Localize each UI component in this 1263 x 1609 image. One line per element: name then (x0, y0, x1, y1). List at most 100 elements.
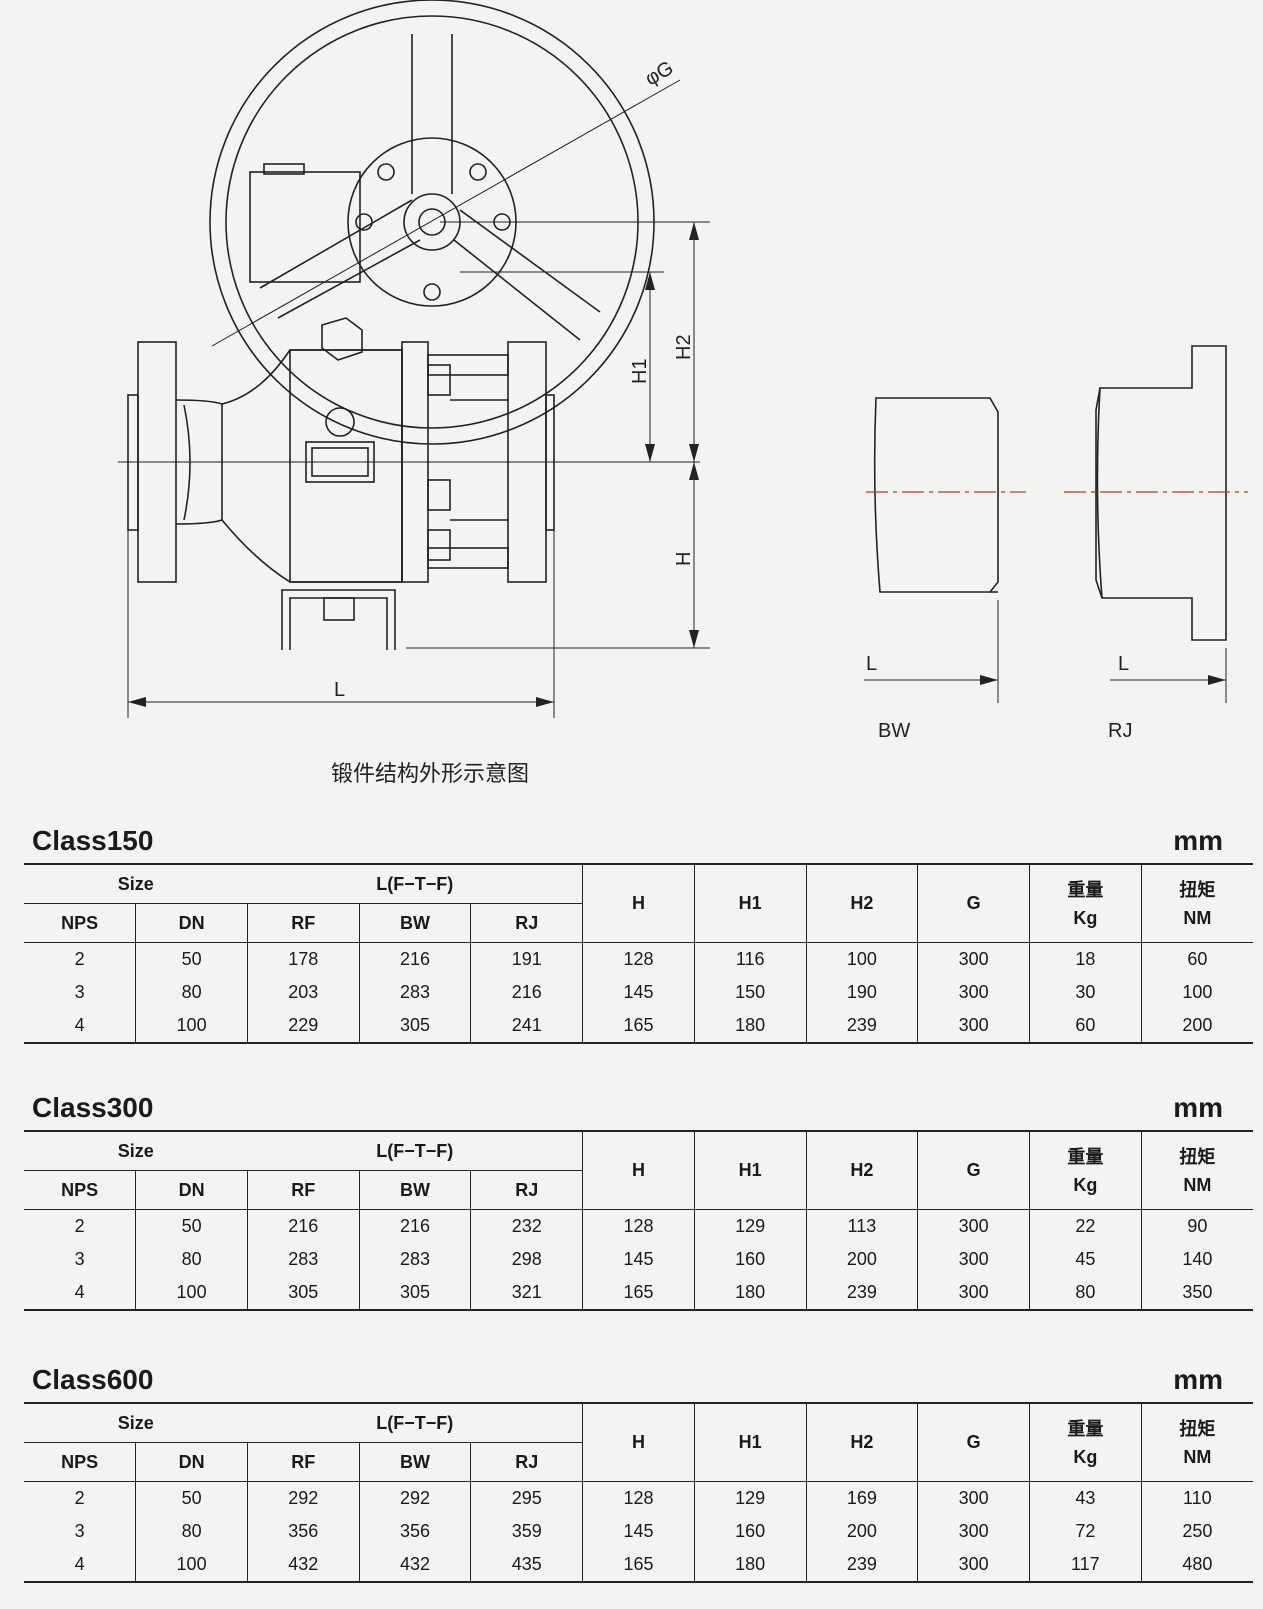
header-torque-unit: NM (1183, 1174, 1212, 1195)
table-cell: 300 (917, 1515, 1030, 1548)
table-cell: 305 (246, 1276, 360, 1311)
header-h2: H2 (805, 1130, 918, 1210)
header-weight-unit: Kg (1073, 1174, 1098, 1195)
table-cell: 178 (246, 942, 360, 976)
table-cell: 300 (917, 1276, 1030, 1311)
table-cell: 216 (358, 1209, 471, 1243)
table-cell: 232 (470, 1209, 583, 1243)
table-cell: 321 (470, 1276, 583, 1311)
table-cell: 110 (1140, 1481, 1253, 1515)
table-cell: 50 (135, 1481, 248, 1515)
spec-table: Size L(F−T−F) H H1 H2 G 重量 Kg 扭矩 NM (24, 1130, 1253, 1311)
unit-label: mm (1173, 1364, 1223, 1395)
class-title: Class300 (32, 1092, 154, 1123)
bw-end-view (864, 397, 999, 703)
table-cell: 116 (693, 942, 807, 976)
header-h: H (582, 1130, 695, 1210)
table-cell: 250 (1140, 1515, 1253, 1548)
table-cell: 295 (470, 1481, 583, 1515)
table-cell: 283 (246, 1243, 360, 1276)
header-torque: 扭矩 NM (1140, 863, 1253, 943)
header-bw: BW (358, 903, 471, 943)
table-cell: 4 (24, 1548, 136, 1583)
header-h1: H1 (693, 1402, 807, 1482)
table-cell: 113 (805, 1209, 918, 1243)
table-cell: 80 (135, 1515, 248, 1548)
table-cell: 180 (693, 1009, 807, 1044)
table-cell: 480 (1140, 1548, 1253, 1583)
header-weight-top: 重量 (1067, 1146, 1104, 1167)
header-bw: BW (358, 1442, 471, 1482)
valve-outline-drawing: φG H1 H2 H L L L (118, 0, 1248, 718)
table-cell: 129 (693, 1481, 807, 1515)
header-dn: DN (135, 1442, 248, 1482)
header-torque-top: 扭矩 (1179, 879, 1216, 900)
table-cell: 300 (917, 1009, 1030, 1044)
header-h2: H2 (805, 863, 918, 943)
table-cell: 22 (1028, 1209, 1142, 1243)
table-cell: 300 (917, 1243, 1030, 1276)
header-bw: BW (358, 1170, 471, 1210)
header-g: G (917, 1402, 1030, 1482)
table-cell: 191 (470, 942, 583, 976)
table-cell: 216 (246, 1209, 360, 1243)
header-torque-unit: NM (1183, 1446, 1212, 1467)
table-cell: 165 (582, 1009, 695, 1044)
table-cell: 160 (693, 1515, 807, 1548)
unit-label: mm (1173, 1092, 1223, 1123)
table-cell: 129 (693, 1209, 807, 1243)
table-cell: 145 (582, 1515, 695, 1548)
table-cell: 200 (1140, 1009, 1253, 1044)
table-cell: 165 (582, 1276, 695, 1311)
table-cell: 150 (693, 976, 807, 1009)
header-h: H (582, 863, 695, 943)
header-lftf: L(F−T−F) (247, 1402, 583, 1443)
header-size: Size (24, 1402, 248, 1443)
spec-table: Size L(F−T−F) H H1 H2 G 重量 Kg 扭矩 NM (24, 863, 1253, 1044)
table-cell: 100 (805, 942, 918, 976)
header-nps: NPS (24, 903, 136, 943)
table-cell: 180 (693, 1548, 807, 1583)
table-cell: 145 (582, 976, 695, 1009)
table-cell: 432 (358, 1548, 471, 1583)
header-rf: RF (246, 1442, 360, 1482)
table-cell: 200 (805, 1243, 918, 1276)
header-h2: H2 (805, 1402, 918, 1482)
table-cell: 43 (1028, 1481, 1142, 1515)
spec-table: Size L(F−T−F) H H1 H2 G 重量 Kg 扭矩 NM (24, 1402, 1253, 1583)
table-cell: 3 (74, 1521, 85, 1541)
table-cell: 80 (135, 1243, 248, 1276)
table-cell: 239 (805, 1548, 918, 1583)
dim-label-h2: H2 (673, 334, 695, 360)
table-cell: 100 (135, 1548, 248, 1583)
table-cell: 80 (135, 976, 248, 1009)
table-cell: 300 (917, 976, 1030, 1009)
header-weight-unit: Kg (1073, 1446, 1098, 1467)
table-cell: 300 (917, 1548, 1030, 1583)
table-cell: 292 (358, 1481, 471, 1515)
table-cell: 80 (1028, 1276, 1142, 1311)
table-cell: 435 (470, 1548, 583, 1583)
header-g: G (917, 863, 1030, 943)
table-cell: 60 (1140, 942, 1253, 976)
header-h1: H1 (693, 863, 807, 943)
table-cell: 145 (582, 1243, 695, 1276)
rj-dim-label-l: L (1118, 653, 1129, 675)
table-cell: 305 (358, 1009, 471, 1044)
table-cell: 50 (135, 1209, 248, 1243)
class-title: Class600 (32, 1364, 154, 1395)
table-cell: 200 (805, 1515, 918, 1548)
table-cell: 350 (1140, 1276, 1253, 1311)
table-cell: 305 (358, 1276, 471, 1311)
table-cell: 239 (805, 1009, 918, 1044)
table-cell: 356 (246, 1515, 360, 1548)
header-weight: 重量 Kg (1028, 863, 1142, 943)
dim-label-h: H (673, 552, 695, 566)
table-cell: 169 (805, 1481, 918, 1515)
header-lftf: L(F−T−F) (247, 1130, 583, 1171)
table-cell: 128 (582, 1209, 695, 1243)
